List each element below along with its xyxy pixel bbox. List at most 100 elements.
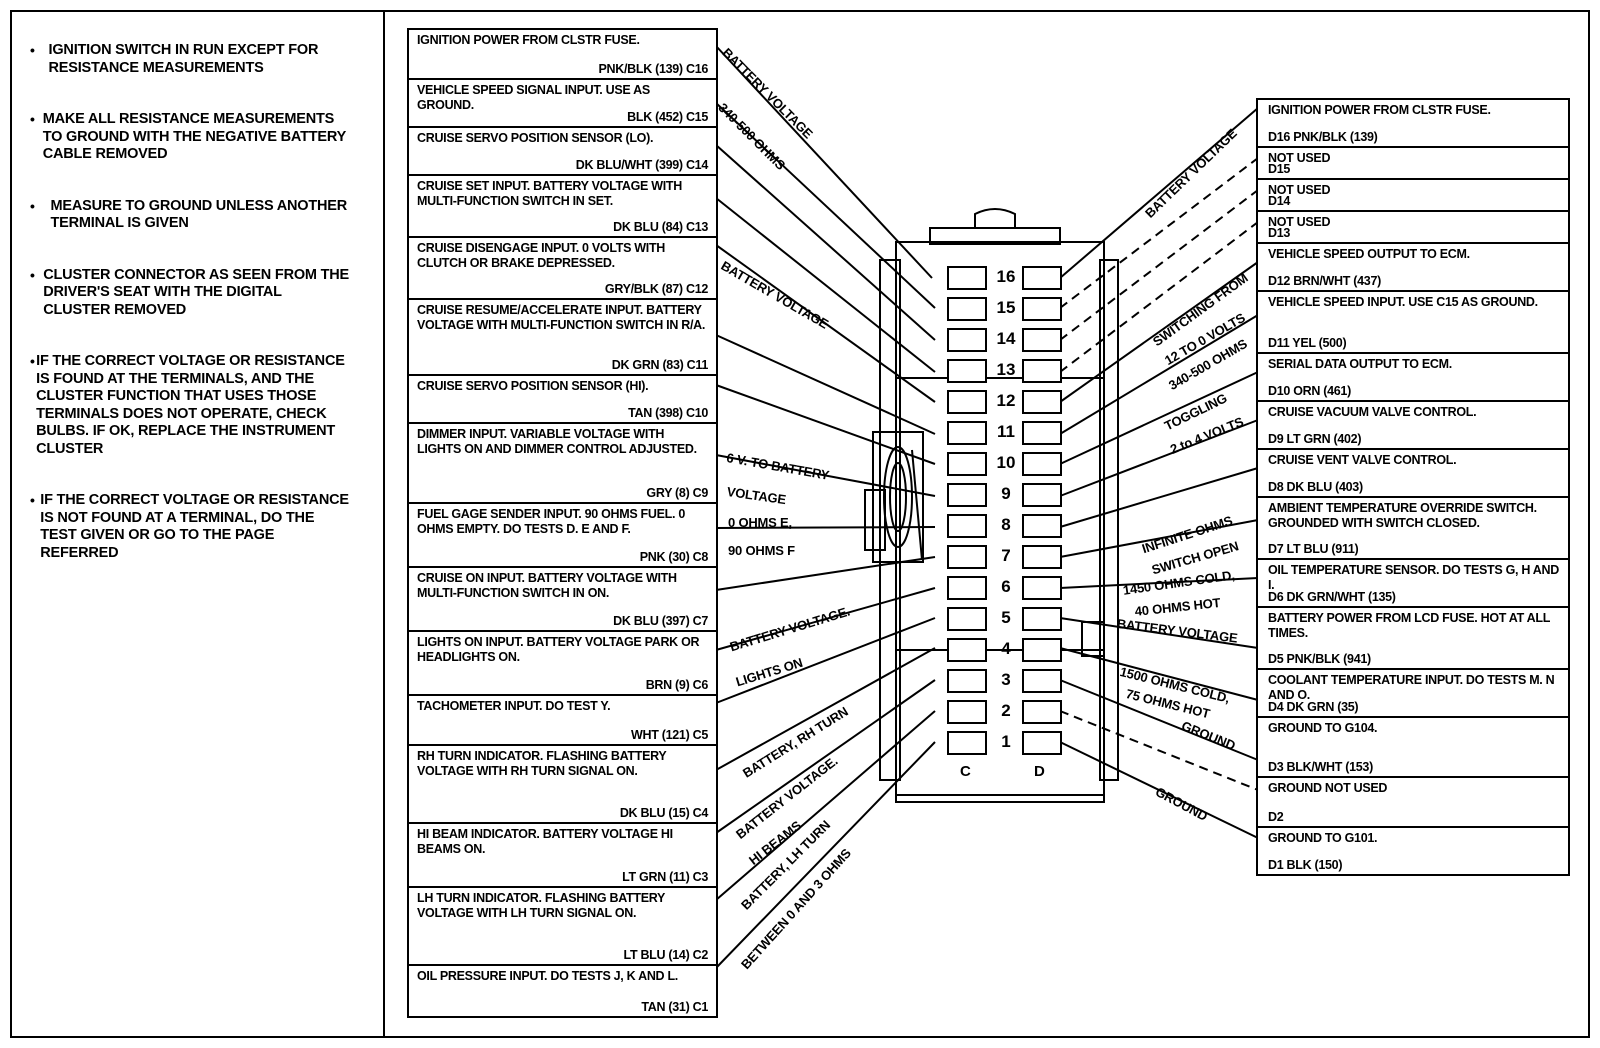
pin-number: 2 bbox=[1001, 701, 1011, 720]
pin-c13 bbox=[947, 359, 987, 383]
wire-info: D2 bbox=[1268, 809, 1284, 824]
pin-number: 7 bbox=[1001, 546, 1011, 565]
pin-number: 8 bbox=[1001, 515, 1011, 534]
terminal-c7: CRUISE ON INPUT. BATTERY VOLTAGE WITH MU… bbox=[407, 566, 718, 632]
pin-d13 bbox=[1022, 359, 1062, 383]
pin-d11 bbox=[1022, 421, 1062, 445]
pin-number: 1 bbox=[1001, 732, 1011, 751]
wire-info: D7 LT BLU (911) bbox=[1268, 541, 1359, 556]
terminal-d9: CRUISE VACUUM VALVE CONTROL.D9 LT GRN (4… bbox=[1256, 400, 1570, 450]
pin-d8 bbox=[1022, 514, 1062, 538]
pin-c2 bbox=[947, 700, 987, 724]
terminal-c3: HI BEAM INDICATOR. BATTERY VOLTAGE HI BE… bbox=[407, 822, 718, 888]
terminal-description: OIL PRESSURE INPUT. DO TESTS J, K AND L. bbox=[417, 969, 678, 983]
terminal-d12: VEHICLE SPEED OUTPUT TO ECM.D12 BRN/WHT … bbox=[1256, 242, 1570, 292]
wire-info: D8 DK BLU (403) bbox=[1268, 479, 1363, 494]
terminal-c10: CRUISE SERVO POSITION SENSOR (HI). TAN (3… bbox=[407, 374, 718, 424]
terminal-c15: VEHICLE SPEED SIGNAL INPUT. USE AS GROUN… bbox=[407, 78, 718, 128]
terminal-description: VEHICLE SPEED OUTPUT TO ECM. bbox=[1268, 247, 1470, 261]
note-item: •MAKE ALL RESISTANCE MEASUREMENTS TO GRO… bbox=[30, 111, 350, 164]
terminal-description: BATTERY POWER FROM LCD FUSE. HOT AT ALL … bbox=[1268, 611, 1550, 640]
terminal-c12: CRUISE DISENGAGE INPUT. 0 VOLTS WITH CLU… bbox=[407, 236, 718, 300]
terminal-d7: AMBIENT TEMPERATURE OVERRIDE SWITCH. GRO… bbox=[1256, 496, 1570, 560]
terminal-description: GROUND TO G104. bbox=[1268, 721, 1378, 735]
terminal-description: IGNITION POWER FROM CLSTR FUSE. bbox=[417, 33, 640, 47]
pin-c4 bbox=[947, 638, 987, 662]
terminal-description: CRUISE RESUME/ACCELERATE INPUT. BATTERY … bbox=[417, 303, 706, 332]
wire-info: WHT (121) C5 bbox=[631, 727, 708, 742]
pin-c9 bbox=[947, 483, 987, 507]
terminal-description: CRUISE VENT VALVE CONTROL. bbox=[1268, 453, 1457, 467]
terminal-c2: LH TURN INDICATOR. FLASHING BATTERY VOLT… bbox=[407, 886, 718, 966]
pin-d10 bbox=[1022, 452, 1062, 476]
wire-info: DK BLU (397) C7 bbox=[613, 613, 708, 628]
terminal-description: LH TURN INDICATOR. FLASHING BATTERY VOLT… bbox=[417, 891, 665, 920]
annotation: 0 OHMS E, bbox=[728, 515, 792, 530]
pin-number: 9 bbox=[1001, 484, 1011, 503]
pin-number: 16 bbox=[996, 267, 1016, 286]
bullet-icon: • bbox=[30, 266, 35, 283]
pin-c3 bbox=[947, 669, 987, 693]
terminal-d11: VEHICLE SPEED INPUT. USE C15 AS GROUND.D… bbox=[1256, 290, 1570, 354]
terminal-description: DIMMER INPUT. VARIABLE VOLTAGE WITH LIGH… bbox=[417, 427, 697, 456]
pin-d5 bbox=[1022, 607, 1062, 631]
terminal-description: OIL TEMPERATURE SENSOR. DO TESTS G, H AN… bbox=[1268, 563, 1559, 592]
wire-info: D5 PNK/BLK (941) bbox=[1268, 651, 1371, 666]
pin-number: 12 bbox=[996, 391, 1016, 410]
column-label-c: C bbox=[960, 763, 971, 780]
pin-number: 5 bbox=[1001, 608, 1011, 627]
terminal-c9: DIMMER INPUT. VARIABLE VOLTAGE WITH LIGH… bbox=[407, 422, 718, 504]
terminal-description: CRUISE SET INPUT. BATTERY VOLTAGE WITH M… bbox=[417, 179, 682, 208]
terminal-c14: CRUISE SERVO POSITION SENSOR (LO). DK BLU… bbox=[407, 126, 718, 176]
terminal-description: IGNITION POWER FROM CLSTR FUSE. bbox=[1268, 103, 1491, 117]
terminal-description: SERIAL DATA OUTPUT TO ECM. bbox=[1268, 357, 1452, 371]
column-label-d: D bbox=[1034, 763, 1045, 780]
pin-number: 4 bbox=[1001, 639, 1011, 658]
pin-number: 14 bbox=[996, 329, 1016, 348]
terminal-description: CRUISE VACUUM VALVE CONTROL. bbox=[1268, 405, 1477, 419]
pin-c5 bbox=[947, 607, 987, 631]
note-item: •IGNITION SWITCH IN RUN EXCEPT FOR RESIS… bbox=[30, 42, 350, 77]
note-item: • CLUSTER CONNECTOR AS SEEN FROM THE DRIV… bbox=[30, 267, 350, 320]
pin-d7 bbox=[1022, 545, 1062, 569]
wire-info: TAN (398) C10 bbox=[628, 405, 708, 420]
terminal-description: CRUISE SERVO POSITION SENSOR (LO). bbox=[417, 131, 654, 145]
pin-d9 bbox=[1022, 483, 1062, 507]
pin-c8 bbox=[947, 514, 987, 538]
note-item: •IF THE CORRECT VOLTAGE OR RESISTANCE IS… bbox=[30, 353, 350, 458]
wire-info: TAN (31) C1 bbox=[641, 999, 708, 1014]
pin-c11 bbox=[947, 421, 987, 445]
terminal-description: VEHICLE SPEED SIGNAL INPUT. USE AS GROUN… bbox=[417, 83, 650, 112]
note-text: IF THE CORRECT VOLTAGE OR RESISTANCE IS … bbox=[40, 492, 349, 561]
pin-number: 10 bbox=[996, 453, 1016, 472]
terminal-description: TACHOMETER INPUT. DO TEST Y. bbox=[417, 699, 611, 713]
terminal-description: VEHICLE SPEED INPUT. USE C15 AS GROUND. bbox=[1268, 295, 1538, 309]
pin-d4 bbox=[1022, 638, 1062, 662]
terminal-description: CRUISE SERVO POSITION SENSOR (HI). bbox=[417, 379, 649, 393]
notes-list: •IGNITION SWITCH IN RUN EXCEPT FOR RESIS… bbox=[30, 42, 350, 596]
terminal-d10: SERIAL DATA OUTPUT TO ECM.D10 ORN (461) bbox=[1256, 352, 1570, 402]
bullet-icon: • bbox=[30, 492, 35, 508]
terminal-d4: COOLANT TEMPERATURE INPUT. DO TESTS M. N… bbox=[1256, 668, 1570, 718]
pin-c6 bbox=[947, 576, 987, 600]
terminal-description: NOT USED bbox=[1268, 215, 1331, 229]
pin-c15 bbox=[947, 297, 987, 321]
note-text: CLUSTER CONNECTOR AS SEEN FROM THE DRIVE… bbox=[43, 266, 350, 318]
note-item: • IF THE CORRECT VOLTAGE OR RESISTANCE IS… bbox=[30, 492, 350, 562]
pin-number: 15 bbox=[996, 298, 1016, 317]
wire-info: GRY/BLK (87) C12 bbox=[604, 281, 708, 296]
pin-number: 13 bbox=[996, 360, 1016, 379]
wire-info: DK BLU/WHT (399) C14 bbox=[575, 157, 709, 172]
wire-info: D14 bbox=[1268, 193, 1291, 208]
wire-info: GRY (8) C9 bbox=[646, 485, 708, 500]
terminal-d8: CRUISE VENT VALVE CONTROL. D8 DK BLU (403… bbox=[1256, 448, 1570, 498]
terminal-c4: RH TURN INDICATOR. FLASHING BATTERY VOLT… bbox=[407, 744, 718, 824]
wire-info: D15 bbox=[1268, 161, 1291, 176]
terminal-description: LIGHTS ON INPUT. BATTERY VOLTAGE PARK OR… bbox=[417, 635, 700, 664]
wire-info: LT GRN (11) C3 bbox=[622, 869, 708, 884]
wire-info: D16 PNK/BLK (139) bbox=[1268, 129, 1378, 144]
